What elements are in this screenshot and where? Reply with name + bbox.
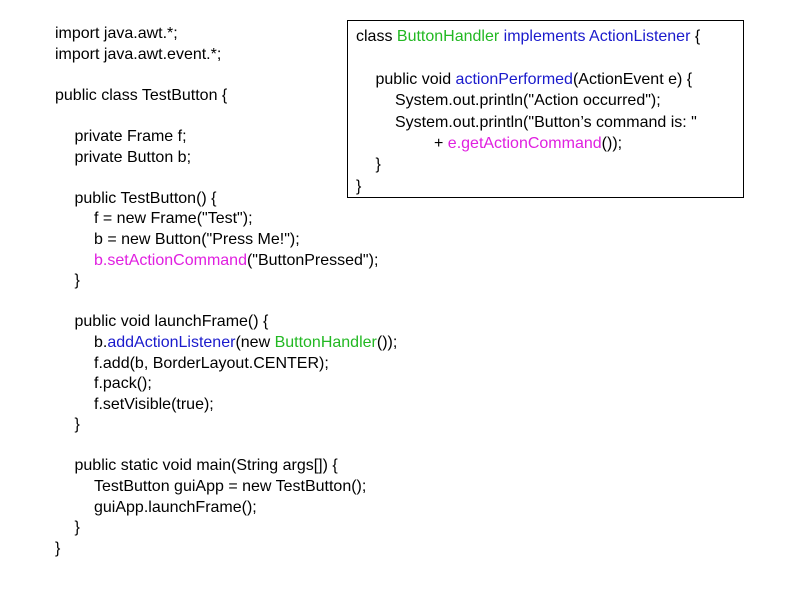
code-line: System.out.println("Button’s command is:…: [356, 112, 700, 133]
code-token: b.setActionCommand: [94, 251, 247, 269]
code-line: import java.awt.*;: [55, 24, 397, 45]
code-token: class: [356, 28, 397, 45]
code-token: +: [434, 134, 448, 152]
code-line: private Frame f;: [55, 127, 397, 148]
code-token: public void: [375, 70, 456, 88]
code-token: }: [74, 519, 80, 537]
code-token: addActionListener: [107, 333, 236, 351]
code-token: actionPerformed: [455, 70, 573, 88]
code-token: {: [690, 28, 701, 45]
code-line: f.pack();: [55, 374, 397, 395]
code-line: b = new Button("Press Me!");: [55, 230, 397, 251]
code-line: public void launchFrame() {: [55, 312, 397, 333]
code-line: TestButton guiApp = new TestButton();: [55, 477, 397, 498]
code-token: f.add(b, BorderLayout.CENTER);: [94, 354, 329, 372]
main-code-listing: import java.awt.*; import java.awt.event.…: [55, 24, 397, 559]
code-token: public class TestButton {: [55, 86, 228, 104]
code-line: }: [55, 271, 397, 292]
code-line: f.setVisible(true);: [55, 395, 397, 416]
code-token: e.getActionCommand: [447, 134, 602, 152]
code-token: b = new Button("Press Me!");: [94, 230, 300, 248]
code-line: }: [356, 176, 700, 197]
code-token: }: [74, 416, 80, 434]
code-line: }: [55, 415, 397, 436]
code-token: }: [356, 177, 362, 195]
code-line: }: [55, 518, 397, 539]
code-line: private Button b;: [55, 148, 397, 169]
code-line: }: [55, 539, 397, 560]
code-token: private Button b;: [74, 148, 192, 166]
code-token: System.out.println("Action occurred");: [395, 92, 661, 110]
code-token: }: [55, 539, 61, 557]
code-line: b.addActionListener(new ButtonHandler())…: [55, 333, 397, 354]
code-line: [356, 47, 700, 68]
code-token: b.: [94, 333, 108, 351]
code-token: public void launchFrame() {: [74, 313, 269, 331]
code-token: public TestButton() {: [74, 189, 217, 207]
code-line: [55, 292, 397, 313]
code-token: implements ActionListener: [499, 28, 691, 45]
code-token: f.setVisible(true);: [94, 395, 214, 413]
code-token: (ActionEvent e) {: [572, 70, 693, 88]
code-line: b.setActionCommand("ButtonPressed");: [55, 251, 397, 272]
code-token: f.pack();: [94, 375, 152, 393]
code-line: f.add(b, BorderLayout.CENTER);: [55, 354, 397, 375]
code-token: ButtonHandler: [274, 333, 377, 351]
code-line: [55, 106, 397, 127]
code-token: }: [74, 272, 80, 290]
code-token: ButtonHandler: [396, 28, 500, 45]
code-line: }: [356, 154, 700, 175]
code-token: private Frame f;: [74, 127, 187, 145]
code-line: import java.awt.event.*;: [55, 45, 397, 66]
code-token: ());: [601, 134, 623, 152]
code-line: [55, 65, 397, 86]
code-line: guiApp.launchFrame();: [55, 498, 397, 519]
code-token: import java.awt.*;: [55, 25, 178, 42]
code-line: public static void main(String args[]) {: [55, 456, 397, 477]
code-line: public TestButton() {: [55, 189, 397, 210]
code-token: import java.awt.event.*;: [55, 45, 222, 63]
code-token: f = new Frame("Test");: [94, 210, 253, 228]
code-line: + e.getActionCommand());: [356, 133, 700, 154]
code-token: ("ButtonPressed");: [246, 251, 379, 269]
code-token: System.out.println("Button’s command is:…: [395, 113, 697, 131]
code-token: public static void main(String args[]) {: [74, 457, 338, 475]
button-handler-box: class ButtonHandler implements ActionLis…: [347, 20, 744, 198]
code-line: class ButtonHandler implements ActionLis…: [356, 26, 700, 47]
code-token: guiApp.launchFrame();: [94, 498, 257, 516]
handler-code-listing: class ButtonHandler implements ActionLis…: [356, 26, 700, 197]
code-token: (new: [235, 333, 275, 351]
code-token: TestButton guiApp = new TestButton();: [94, 478, 367, 496]
code-line: System.out.println("Action occurred");: [356, 90, 700, 111]
code-line: public class TestButton {: [55, 86, 397, 107]
code-token: }: [375, 156, 381, 174]
code-line: f = new Frame("Test");: [55, 209, 397, 230]
code-line: public void actionPerformed(ActionEvent …: [356, 69, 700, 90]
code-line: [55, 168, 397, 189]
code-line: [55, 436, 397, 457]
code-token: ());: [376, 333, 398, 351]
